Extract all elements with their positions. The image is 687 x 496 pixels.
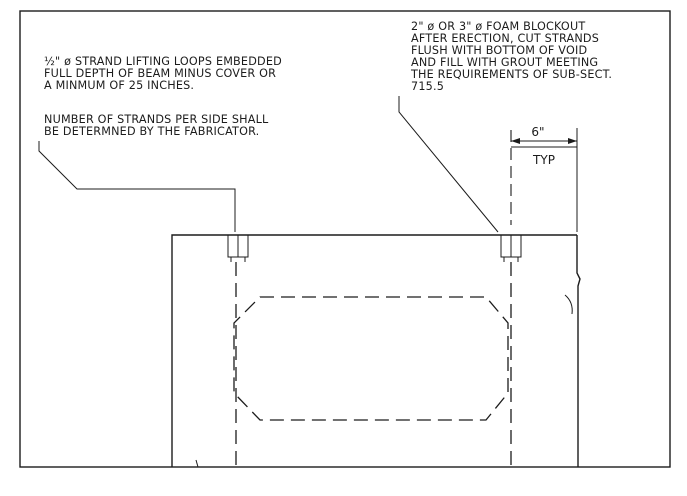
right-note-line-3: FLUSH WITH BOTTOM OF VOID	[411, 44, 587, 57]
left-note-line-1: ½" ø STRAND LIFTING LOOPS EMBEDDED	[44, 55, 282, 68]
left-note: ½" ø STRAND LIFTING LOOPS EMBEDDED FULL …	[44, 55, 282, 138]
left-note-line-4: NUMBER OF STRANDS PER SIDE SHALL	[44, 113, 269, 126]
left-note-line-5: BE DETERMNED BY THE FABRICATOR.	[44, 125, 259, 138]
right-note-line-5: THE REQUIREMENTS OF SUB-SECT.	[410, 68, 612, 81]
right-leader-line	[398, 96, 499, 233]
drawing-border	[19, 10, 671, 468]
beam-void-hidden-outline	[233, 296, 509, 421]
right-foam-blockout	[500, 234, 522, 262]
left-leader-line	[38, 141, 236, 232]
left-lifting-loop	[227, 234, 249, 262]
right-note-line-2: AFTER ERECTION, CUT STRANDS	[411, 32, 599, 45]
left-note-line-3: A MINMUM OF 25 INCHES.	[44, 79, 194, 92]
dimension-6-in-typ: 6" TYP	[510, 125, 578, 232]
right-note: 2" ø OR 3" ø FOAM BLOCKOUT AFTER ERECTIO…	[410, 20, 612, 93]
left-note-line-2: FULL DEPTH OF BEAM MINUS COVER OR	[44, 67, 276, 80]
right-note-line-6: 715.5	[411, 80, 444, 93]
right-note-line-4: AND FILL WITH GROUT MEETING	[411, 56, 598, 69]
dimension-value: 6"	[531, 125, 544, 139]
beam-outline	[171, 234, 581, 468]
right-note-line-1: 2" ø OR 3" ø FOAM BLOCKOUT	[411, 20, 585, 33]
dimension-qualifier: TYP	[532, 153, 555, 167]
